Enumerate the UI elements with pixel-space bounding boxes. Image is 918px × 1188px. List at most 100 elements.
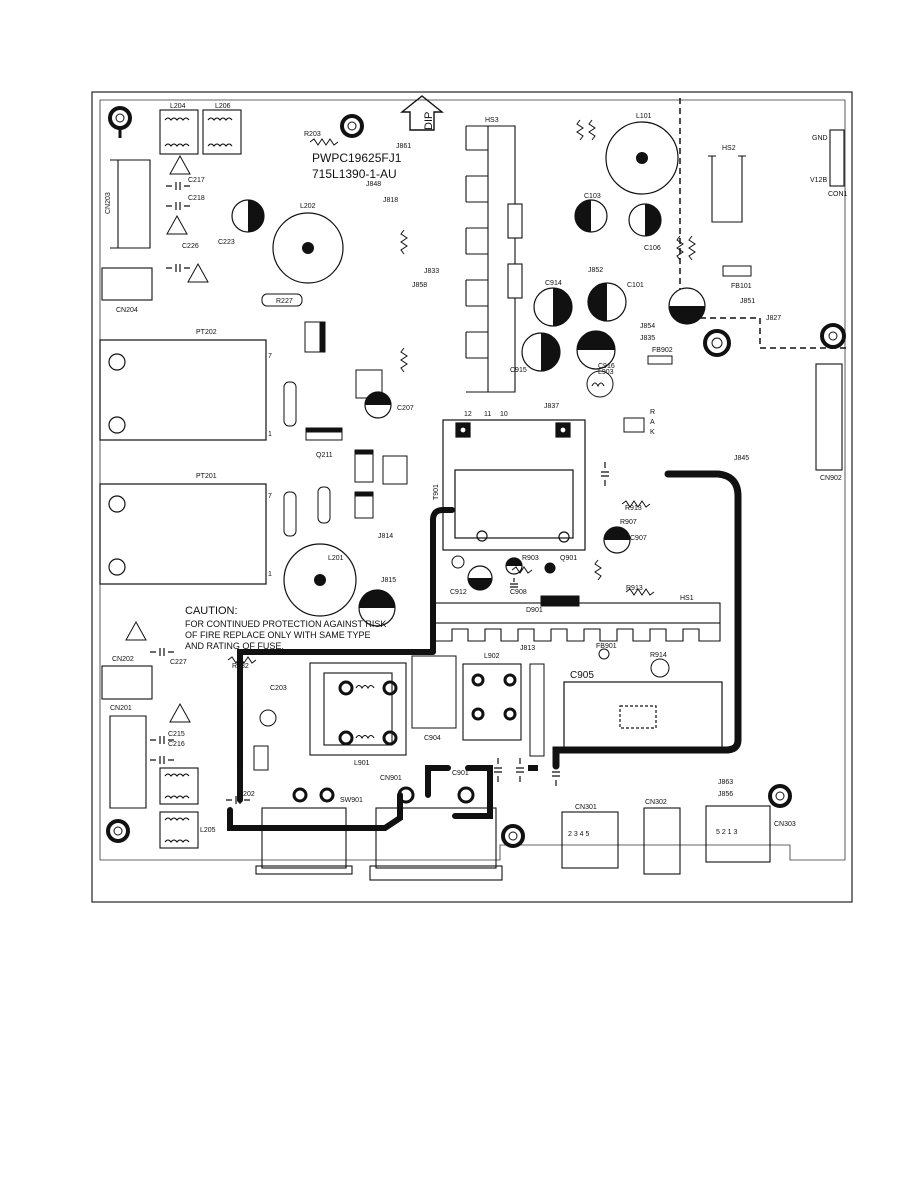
label-l201: L201 [328,555,344,562]
resistor-r224 [283,491,297,537]
heatsink-hs1 [434,602,721,642]
t901-pin-10: 10 [500,411,508,418]
capacitor-c203 [358,589,396,627]
zigzag-resistors [227,119,696,664]
board-inner-outline [99,99,846,861]
fuse-fb101 [722,265,752,277]
svg-text:J833: J833 [424,268,439,275]
connector-cn203 [110,159,151,249]
resistor-r226 [283,381,297,427]
label-cn303: CN303 [774,821,796,828]
svg-text:C215: C215 [168,731,185,738]
inductor-l206 [202,109,242,155]
ic-d901 [540,595,580,607]
inductor-l201 [283,543,357,617]
svg-text:Q211: Q211 [316,452,333,459]
connector-con1 [829,129,845,187]
connector-cn902 [815,363,843,471]
label-cn202: CN202 [112,656,134,663]
svg-text:R907: R907 [620,519,637,526]
label-r227: R227 [276,298,293,305]
connector-cn204 [101,267,153,301]
svg-text:R913: R913 [626,585,643,592]
ic-q219 [354,449,374,483]
cn301-pins: 2 3 4 5 [568,831,590,838]
misc-labels: R203 J861 J848 J818 J833 J858 J852 J854 … [168,131,781,798]
connector-cn301 [561,811,619,869]
fuse-fb902 [647,355,673,365]
label-pt202: PT202 [196,329,217,336]
label-c908: C908 [510,589,527,596]
heatsink-hs2 [708,155,746,223]
svg-text:C216: C216 [168,741,185,748]
svg-text:J818: J818 [383,197,398,204]
mounting-hole-top-mid [340,114,364,138]
label-cn902: CN902 [820,475,842,482]
pt202-pin-7: 7 [268,353,272,360]
mounting-hole-bottom-left [106,819,130,843]
label-v12b: V12B [810,177,827,184]
svg-text:J852: J852 [588,267,603,274]
cap-c213 [382,455,408,485]
t901-pin-12: 12 [464,411,472,418]
inductor-l204 [159,109,199,155]
svg-text:J861: J861 [396,143,411,150]
label-c904: C904 [424,735,441,742]
ic-d211 [305,427,343,441]
label-l101: L101 [636,113,652,120]
hazard-triangle-icon-4 [125,620,147,641]
fuse-rating-label: F901 T2.0A 250VAC [238,706,245,770]
resistor-r227 [261,293,303,307]
label-c101: C101 [627,282,644,289]
svg-text:J814: J814 [378,533,393,540]
label-gnd: GND [812,135,828,142]
svg-text:J863: J863 [718,779,733,786]
inductor-l902 [462,663,522,741]
thick-trace-bottom [425,765,493,819]
label-hs1: HS1 [680,595,694,602]
label-sw901: SW901 [340,797,363,804]
capacitor-c105 [668,287,706,325]
transformer-pt202 [99,339,267,441]
svg-text:Q901: Q901 [560,555,577,562]
svg-text:J835: J835 [640,335,655,342]
connector-cn202 [101,665,153,700]
d911-pin-a: A [650,419,655,426]
svg-text:J848: J848 [366,181,381,188]
svg-text:J854: J854 [640,323,655,330]
connector-cn302 [643,807,681,875]
board-part-number: PWPC19625FJ1 [312,151,402,165]
dip-label: DIP [423,112,435,130]
mounting-hole-top-left [108,106,132,138]
capacitor-c907 [603,526,631,554]
label-pt201: PT201 [196,473,217,480]
svg-text:J858: J858 [412,282,427,289]
d911-pin-r: R [650,409,655,416]
label-cn201: CN201 [110,705,132,712]
label-c915: C915 [510,367,527,374]
svg-text:J851: J851 [740,298,755,305]
caution-line-1: FOR CONTINUED PROTECTION AGAINST RISK [185,619,386,629]
svg-text:R203: R203 [304,131,321,138]
small-cap-marks [150,182,609,804]
svg-text:R914: R914 [650,652,667,659]
pt201-pin-7: 7 [268,493,272,500]
label-c914: C914 [545,280,562,287]
label-l901: L901 [354,760,370,767]
diode-d913 [623,417,645,433]
capacitor-c914 [533,287,573,327]
svg-text:J827: J827 [766,315,781,322]
board-code: 715L1390-1-AU [312,167,397,181]
label-c103: C103 [584,193,601,200]
hazard-triangle-icon-3 [187,262,209,283]
thick-trace-main-loop [552,470,742,770]
inductor-l203 [159,767,199,805]
label-c912: C912 [450,589,467,596]
d911-pin-k: K [650,429,655,436]
svg-text:J856: J856 [718,791,733,798]
dashed-boundary [679,98,850,349]
label-c207: C207 [397,405,414,412]
fuse-f901 [253,745,269,771]
svg-text:D901: D901 [526,607,543,614]
